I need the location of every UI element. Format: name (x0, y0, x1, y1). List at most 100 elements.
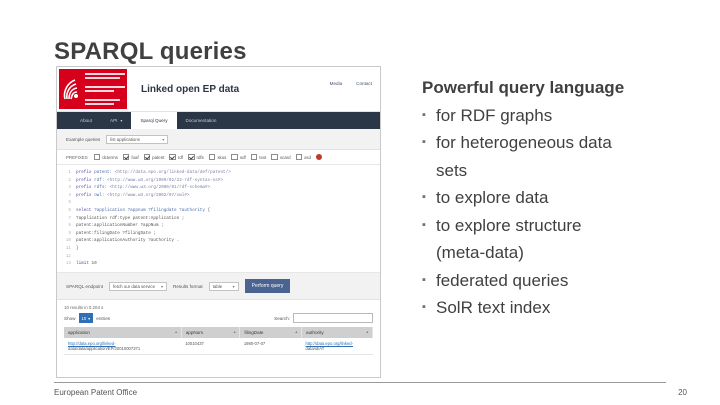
nav-item-sparql-query[interactable]: Sparql Query (131, 112, 177, 129)
code-keyword: prefix (76, 192, 92, 198)
nav-item-api[interactable]: API ▾ (101, 112, 131, 129)
code-line: 8 patent:applicationNumber ?appNum ; (57, 222, 380, 230)
format-label: Results format (173, 283, 203, 289)
cell-application: http://data.epo.org/linked- data/data/ap… (64, 338, 182, 355)
show-entries-select[interactable]: 10 ▾ (78, 313, 94, 323)
perform-query-button[interactable]: Perform query (244, 279, 291, 293)
bullet-marker-icon: ▪ (422, 301, 426, 313)
sparql-app-screenshot: Linked open EP data Media Contact About … (56, 66, 381, 378)
prefix-checkbox-sdf[interactable]: sdf (231, 153, 246, 161)
endpoint-value: fetch our data service (113, 283, 156, 289)
app-brand: Linked open EP data (141, 83, 240, 95)
code-name: patent:filingDate ?filingDate ; (76, 230, 156, 236)
code-name: owl: (94, 192, 105, 198)
code-line: 11} (57, 245, 380, 253)
header-link-media[interactable]: Media (329, 81, 343, 86)
bullet-marker-icon: ▪ (422, 191, 426, 203)
header-link-contact[interactable]: Contact (356, 81, 372, 86)
prefix-checkbox-rdf[interactable]: rdf (169, 153, 184, 161)
checkbox-checked-icon (143, 153, 151, 161)
bullet-item: ▪ for RDF graphs (422, 102, 694, 130)
bullet-continuation: (meta-data) (436, 243, 524, 262)
prefix-label: xsd (304, 154, 311, 160)
code-name: 10 (91, 261, 97, 267)
bullet-marker-icon: ▪ (422, 136, 426, 148)
prefix-checkbox-patent[interactable]: patent (143, 153, 164, 161)
nav-item-documentation[interactable]: Documentation (177, 112, 226, 129)
example-queries-bar: Example queries list applications ▾ (57, 129, 380, 150)
code-line: 7 ?application rdf:type patent:Applicati… (57, 215, 380, 223)
results-controls: Show 10 ▾ entries Search: (64, 313, 373, 323)
checkbox-checked-icon (188, 153, 195, 161)
prefix-checkbox-rdfs[interactable]: rdfs (188, 153, 204, 161)
example-queries-select[interactable]: list applications ▾ (106, 134, 169, 144)
chevron-down-icon: ▾ (232, 283, 235, 289)
nav-label: Sparql Query (140, 118, 168, 123)
endpoint-select[interactable]: fetch our data service ▾ (109, 281, 168, 291)
code-uri: <http://www.w3.org/2002/07/owl#> (107, 192, 190, 198)
prefix-label: dcterms (102, 154, 118, 160)
code-keyword: prefix (76, 177, 92, 183)
prefix-checkbox-dcterms[interactable]: dcterms (93, 153, 118, 161)
column-header-application[interactable]: application ▲ (64, 327, 182, 338)
code-name: ?application ?appnum ?filingdate ?author… (94, 207, 205, 213)
app-nav: About API ▾ Sparql Query Documentation (57, 112, 380, 129)
code-line: 10 patent:applicationAuthority ?authorit… (57, 237, 380, 245)
sort-icon: ▲ (232, 330, 237, 334)
format-select[interactable]: table ▾ (208, 281, 239, 291)
bullet-text: SolR text index (436, 298, 551, 317)
line-number: 3 (68, 185, 71, 191)
column-header-authority[interactable]: authority ▲ (301, 327, 373, 338)
prefix-label: skos (217, 154, 227, 160)
entries-label: entries (96, 315, 111, 321)
checkbox-icon (250, 153, 258, 161)
bullet-list: Powerful query language ▪ for RDF graphs… (422, 74, 694, 322)
prefix-checkbox-text[interactable]: text (250, 153, 266, 161)
column-header-filingdate[interactable]: filingDate ▲ (239, 327, 303, 338)
code-uri: <http://data.epo.org/linked-data/def/pat… (114, 170, 231, 175)
code-uri: <http://www.w3.org/1999/02/22-rdf-syntax… (107, 177, 224, 183)
code-line: 12 (57, 253, 380, 261)
prefix-checkbox-foaf[interactable]: foaf (122, 153, 139, 161)
table-header-row: application ▲ appNum ▲ filingDate ▲ au (64, 327, 373, 338)
prefix-label: rdf (177, 154, 184, 160)
prefix-checkbox-xsd[interactable]: xsd (295, 153, 311, 161)
nav-item-about[interactable]: About (71, 112, 101, 129)
search-input[interactable] (293, 313, 373, 323)
bullet-item: ▪ federated queries (422, 267, 694, 295)
prefix-checkbox-vcard[interactable]: vcard (271, 153, 291, 161)
settings-icon[interactable] (315, 154, 322, 160)
checkbox-icon (271, 153, 278, 161)
prefix-label: rdfs (196, 154, 204, 160)
search-group: Search: (274, 313, 373, 323)
column-header-appnum[interactable]: appNum ▲ (181, 327, 241, 338)
code-uri: <http://www.w3.org/2000/01/rdf-schema#> (109, 185, 211, 191)
bullet-marker-icon: ▪ (422, 218, 426, 231)
bullet-text: to explore structure (436, 215, 582, 235)
results-table: application ▲ appNum ▲ filingDate ▲ au (64, 327, 373, 355)
prefix-checkbox-skos[interactable]: skos (208, 153, 227, 161)
line-number: 6 (68, 207, 71, 213)
code-keyword: prefix (76, 170, 92, 175)
prefix-label: foaf (131, 154, 139, 160)
authority-link[interactable]: http://data.epo.org/linked- (305, 341, 354, 346)
format-value: table (212, 283, 223, 289)
application-link[interactable]: http://data.epo.org/linked- (68, 341, 116, 346)
checkbox-checked-icon (169, 153, 176, 161)
bullet-marker-icon: ▪ (422, 108, 426, 121)
example-queries-value: list applications (110, 136, 140, 142)
footer-organisation: European Patent Office (54, 388, 138, 397)
nav-label: API (110, 118, 118, 123)
line-number: 8 (68, 223, 71, 229)
authority-path: data/id/AT (305, 346, 325, 351)
checkbox-icon (295, 153, 303, 161)
sort-icon: ▲ (294, 330, 299, 334)
prefix-bar-label: PREFIXES (66, 154, 88, 160)
bullet-heading: Powerful query language (422, 78, 625, 97)
show-entries-group: Show 10 ▾ entries (64, 313, 110, 323)
